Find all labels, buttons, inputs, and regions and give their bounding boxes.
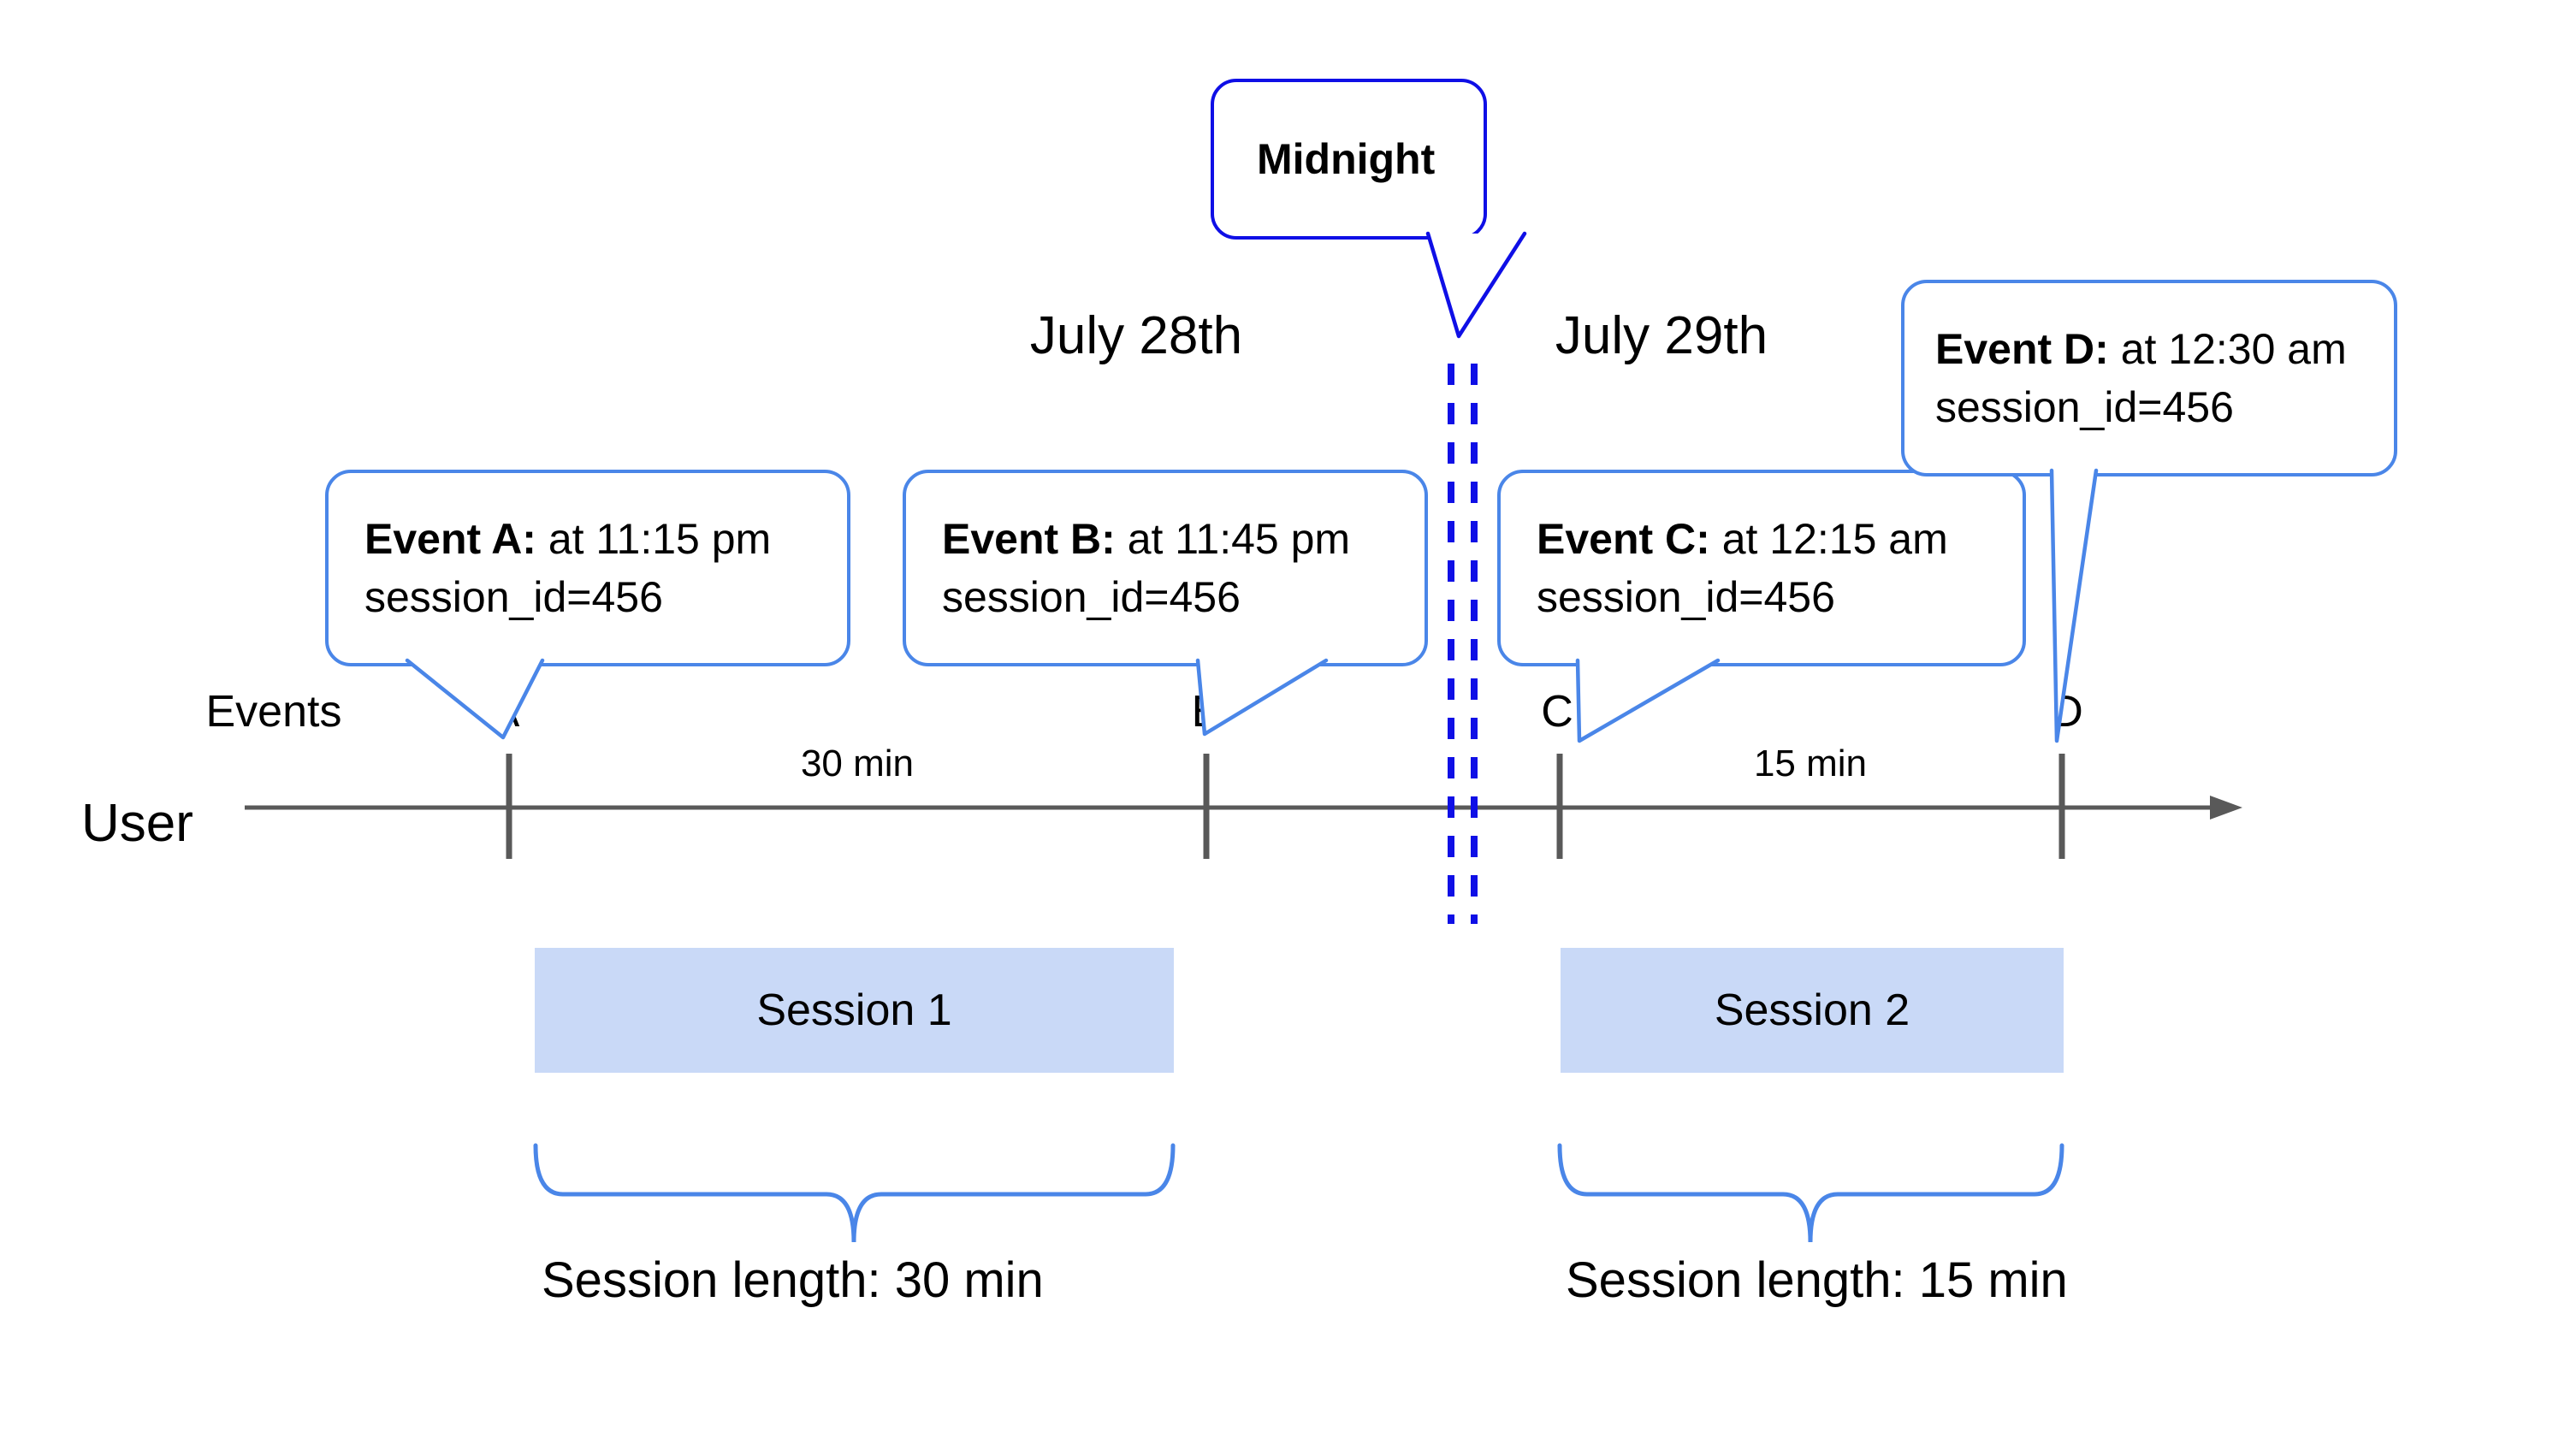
event-b-session-id: session_id=456 (942, 573, 1241, 621)
date-label-july-29: July 29th (1555, 306, 1768, 365)
event-a-time: at 11:15 pm (536, 515, 772, 563)
event-c-time: at 12:15 am (1709, 515, 1948, 563)
event-a-callout-tail (405, 658, 545, 740)
midnight-callout-text: Midnight (1257, 135, 1436, 183)
event-b-title: Event B: (942, 515, 1116, 563)
session1-brace (533, 1143, 1176, 1243)
midnight-callout-bubble: Midnight (1211, 79, 1487, 240)
event-c-session-id: session_id=456 (1537, 573, 1835, 621)
event-d-callout-bubble: Event D: at 12:30 am session_id=456 (1901, 280, 2397, 476)
event-b-time: at 11:45 pm (1115, 515, 1351, 563)
gap-label-15min: 15 min (1753, 743, 1868, 784)
session2-box: Session 2 (1561, 948, 2064, 1073)
event-c-callout-line1: Event C: at 12:15 am (1537, 510, 2014, 568)
event-a-session-id: session_id=456 (364, 573, 663, 621)
event-a-callout-line1: Event A: at 11:15 pm (364, 510, 838, 568)
event-a-title: Event A: (364, 515, 536, 563)
event-d-session-id: session_id=456 (1935, 383, 2234, 431)
date-label-july-28: July 28th (1029, 306, 1243, 365)
midnight-callout-tail (1425, 231, 1527, 339)
session1-length-label: Session length: 30 min (542, 1252, 1044, 1308)
event-d-time: at 12:30 am (2108, 325, 2347, 373)
event-d-callout-line1: Event D: at 12:30 am (1935, 320, 2385, 378)
event-b-callout-tail (1195, 658, 1329, 737)
user-axis-label: User (81, 794, 193, 853)
event-c-title: Event C: (1537, 515, 1710, 563)
session2-brace (1557, 1143, 2064, 1243)
session2-length-label: Session length: 15 min (1566, 1252, 2068, 1308)
event-d-title: Event D: (1935, 325, 2109, 373)
event-d-callout-tail (2049, 468, 2099, 743)
gap-label-30min: 30 min (800, 743, 915, 784)
event-a-callout-bubble: Event A: at 11:15 pm session_id=456 (325, 470, 850, 666)
timeline-arrowhead-icon (2210, 796, 2242, 820)
event-b-callout-line1: Event B: at 11:45 pm (942, 510, 1416, 568)
session2-label: Session 2 (1714, 985, 1910, 1035)
session1-box: Session 1 (535, 948, 1174, 1073)
event-letter-c: C (1541, 687, 1573, 737)
session1-label: Session 1 (756, 985, 952, 1035)
event-b-callout-bubble: Event B: at 11:45 pm session_id=456 (903, 470, 1428, 666)
event-c-callout-tail (1575, 658, 1721, 743)
event-c-callout-bubble: Event C: at 12:15 am session_id=456 (1497, 470, 2026, 666)
events-row-label: Events (205, 687, 342, 737)
